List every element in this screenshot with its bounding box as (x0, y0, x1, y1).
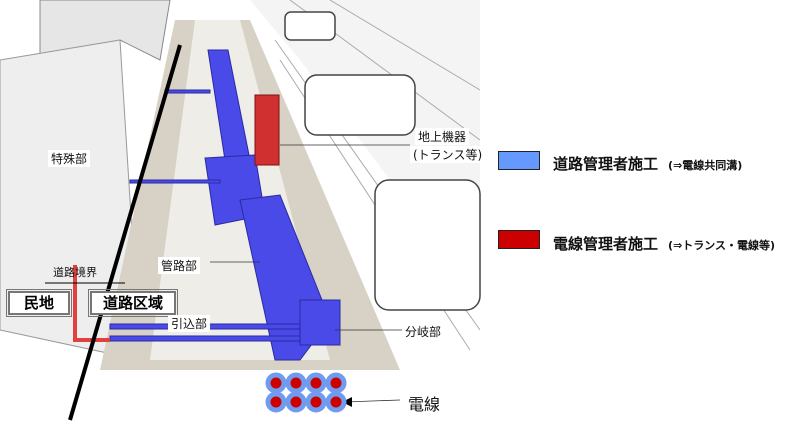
road (250, 0, 480, 300)
label-ground-equipment-sub: (トランス等) (410, 146, 486, 163)
legend-road-admin: 道路管理者施工(⇒電線共同溝) (553, 155, 743, 173)
label-private-land: 民地 (6, 289, 72, 317)
label-service-section: 引込部 (168, 315, 211, 332)
legend-swatch-road-admin (498, 151, 540, 170)
legend-swatch-cable-admin (498, 230, 540, 249)
service-cable (73, 265, 110, 342)
label-road-area: 道路区域 (88, 289, 178, 317)
label-conduit-section: 管路部 (158, 257, 201, 274)
boundary-line (68, 44, 182, 421)
duct (109, 49, 341, 361)
legend-cable-admin: 電線管理者施工(⇒トランス・電線等) (553, 235, 776, 253)
label-road-boundary: 道路境界 (53, 266, 97, 279)
cars (284, 11, 481, 311)
label-special-section: 特殊部 (48, 150, 91, 167)
label-ground-equipment: 地上機器 (415, 128, 470, 145)
transformer (254, 94, 280, 166)
label-branch-section: 分岐部 (402, 323, 445, 340)
leader-lines (210, 144, 410, 403)
label-cable: 電線 (405, 391, 444, 415)
cable-arrow (342, 397, 352, 407)
cable-cross-section (265, 372, 347, 413)
